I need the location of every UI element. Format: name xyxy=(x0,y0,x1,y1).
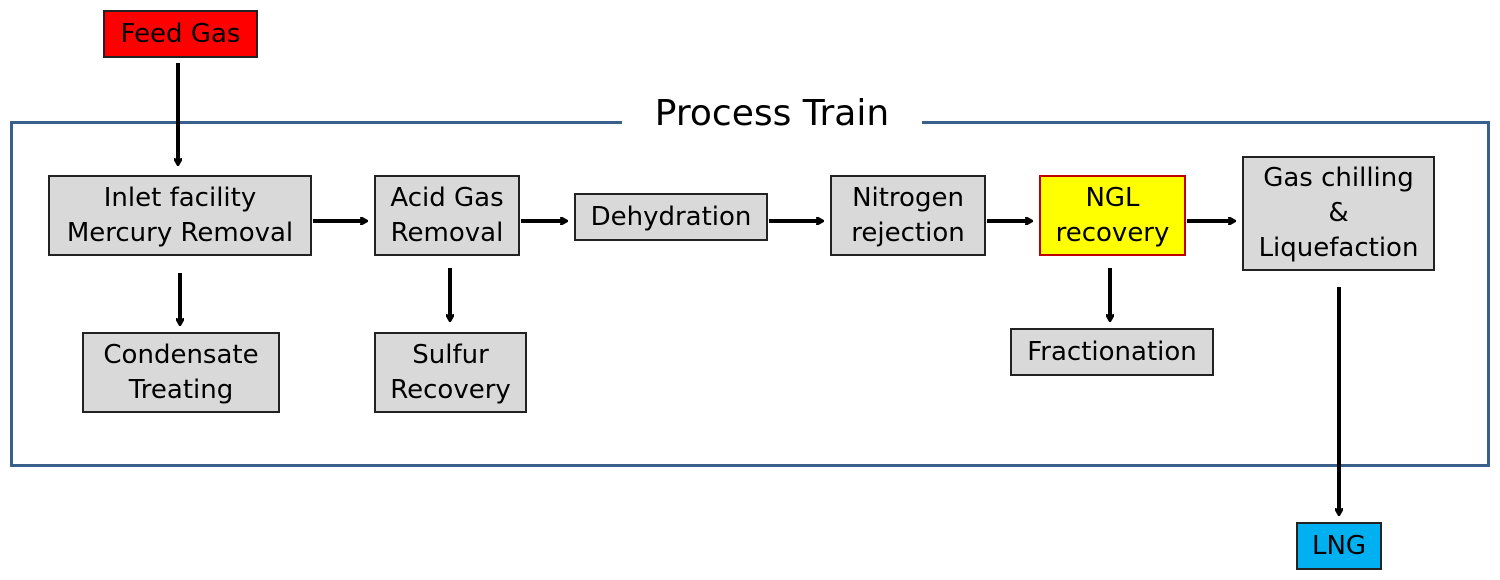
inlet-facility-node: Inlet facility Mercury Removal xyxy=(48,175,312,256)
inlet-facility-label: Inlet facility Mercury Removal xyxy=(66,182,294,248)
sulfur-recovery-label: Sulfur Recovery xyxy=(390,339,511,405)
lng-node: LNG xyxy=(1296,522,1382,570)
nitrogen-rejection-node: Nitrogen rejection xyxy=(830,175,986,256)
acid-gas-removal-label: Acid Gas Removal xyxy=(390,182,504,248)
acid-gas-removal-node: Acid Gas Removal xyxy=(374,175,520,256)
condensate-treating-node: Condensate Treating xyxy=(82,332,280,413)
liquefaction-label: Gas chilling & Liquefaction xyxy=(1258,163,1419,263)
fractionation-label: Fractionation xyxy=(1027,336,1197,367)
nitrogen-rejection-label: Nitrogen rejection xyxy=(851,182,965,248)
fractionation-node: Fractionation xyxy=(1010,328,1214,376)
process-train-title: Process Train xyxy=(622,90,922,138)
sulfur-recovery-node: Sulfur Recovery xyxy=(374,332,527,413)
feed-gas-node: Feed Gas xyxy=(103,10,258,58)
condensate-treating-label: Condensate Treating xyxy=(103,339,259,405)
feed-gas-label: Feed Gas xyxy=(120,18,241,49)
dehydration-node: Dehydration xyxy=(574,193,768,241)
ngl-recovery-label: NGL recovery xyxy=(1055,182,1170,248)
ngl-recovery-node: NGL recovery xyxy=(1039,175,1186,256)
liquefaction-node: Gas chilling & Liquefaction xyxy=(1242,156,1435,271)
lng-label: LNG xyxy=(1311,530,1367,561)
dehydration-label: Dehydration xyxy=(590,201,752,232)
